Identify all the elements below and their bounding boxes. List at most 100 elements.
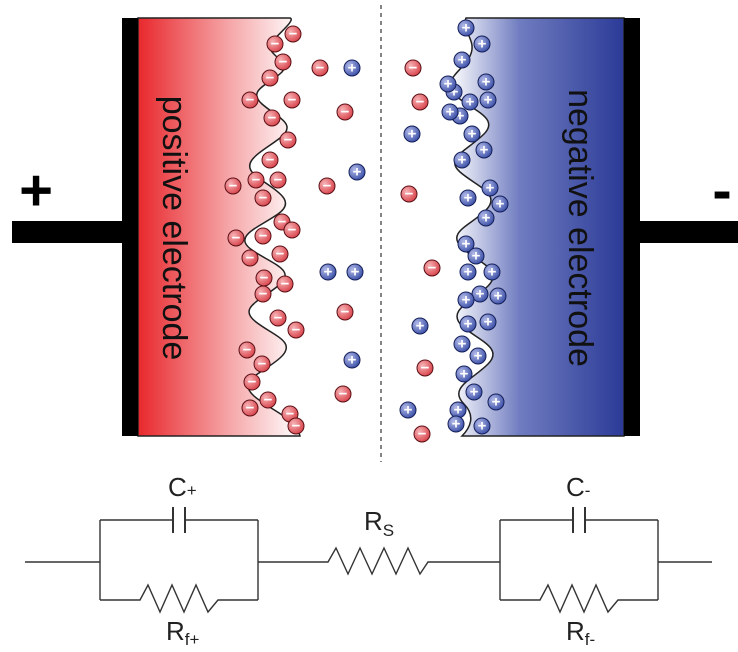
anion-sphere	[247, 171, 265, 189]
negative-current-collector	[624, 18, 640, 436]
cation-sphere	[491, 195, 509, 213]
cation-charge-icon: +	[458, 335, 467, 352]
anion: −	[253, 355, 271, 373]
anion-sphere	[271, 245, 289, 263]
anion: −	[261, 151, 279, 169]
anion-charge-icon: −	[288, 91, 297, 108]
cation-charge-icon: +	[470, 383, 479, 400]
label-r-s-main: R	[364, 506, 383, 536]
cation: +	[465, 383, 483, 401]
anion-sphere	[283, 221, 301, 239]
cation-sphere	[399, 401, 417, 419]
resistor-rf-minus	[500, 583, 658, 614]
anion: −	[311, 59, 329, 77]
cation: +	[473, 35, 491, 53]
anion: −	[336, 103, 354, 121]
cation-sphere	[457, 235, 475, 253]
cation-charge-icon: +	[484, 91, 493, 108]
cation-sphere	[439, 75, 457, 93]
cation-sphere	[473, 35, 491, 53]
cation: +	[469, 347, 487, 365]
cation-charge-icon: +	[478, 35, 487, 52]
label-r-f-plus: Rf+	[166, 616, 200, 649]
anion: −	[241, 399, 259, 417]
cation-charge-icon: +	[474, 347, 483, 364]
cation-sphere	[403, 125, 421, 143]
cation: +	[477, 209, 495, 227]
anion-charge-icon: −	[260, 269, 269, 286]
cation-sphere	[343, 59, 361, 77]
cation-sphere	[459, 315, 477, 333]
anion-sphere	[243, 373, 261, 391]
anion: −	[271, 245, 289, 263]
anion-sphere	[269, 309, 287, 327]
cation-charge-icon: +	[353, 163, 362, 180]
cation: +	[461, 93, 479, 111]
anion-sphere	[311, 59, 329, 77]
anion-sphere	[413, 425, 431, 443]
anion-sphere	[266, 35, 284, 53]
cation-sphere	[469, 347, 487, 365]
anion: −	[255, 269, 273, 287]
negative-electrode-label: negative electrode	[561, 89, 599, 367]
cation: +	[489, 287, 507, 305]
cation-sphere	[475, 141, 493, 159]
cation: +	[459, 263, 477, 281]
cation-sphere	[319, 263, 337, 281]
anion-charge-icon: −	[259, 189, 268, 206]
anion-sphere	[241, 91, 259, 109]
anion-sphere	[274, 53, 292, 71]
cation-sphere	[461, 93, 479, 111]
anion-sphere	[254, 285, 272, 303]
cation: +	[483, 263, 501, 281]
anion: −	[404, 59, 422, 77]
cation: +	[441, 103, 459, 121]
cation: +	[343, 59, 361, 77]
cation-sphere	[473, 417, 491, 435]
cation-charge-icon: +	[454, 401, 463, 418]
anion: −	[269, 171, 287, 189]
positive-electrode-body	[137, 17, 301, 437]
anion-sphere	[241, 399, 259, 417]
positive-terminal-lead	[12, 221, 124, 243]
cation-sphere	[457, 291, 475, 309]
anion: −	[416, 359, 434, 377]
anion-charge-icon: −	[284, 131, 293, 148]
anion: −	[241, 91, 259, 109]
cation-charge-icon: +	[456, 107, 465, 124]
anion: −	[247, 171, 265, 189]
cation-sphere	[453, 151, 471, 169]
cation-sphere	[487, 393, 505, 411]
resistor-rf-plus	[100, 583, 258, 614]
cation: +	[457, 235, 475, 253]
cation-sphere	[489, 287, 507, 305]
label-c-plus-main: C	[168, 472, 187, 502]
cation: +	[479, 313, 497, 331]
cation-charge-icon: +	[446, 103, 455, 120]
cation-sphere	[481, 179, 499, 197]
anion: −	[259, 391, 277, 409]
anion-charge-icon: −	[286, 405, 295, 422]
anion-sphere	[287, 321, 305, 339]
cation: +	[491, 195, 509, 213]
anion-charge-icon: −	[292, 417, 301, 434]
cation-sphere	[467, 247, 485, 265]
cation-sphere	[463, 125, 481, 143]
cation-charge-icon: +	[458, 151, 467, 168]
anion-charge-icon: −	[229, 177, 238, 194]
cation-charge-icon: +	[462, 291, 471, 308]
anion-sphere	[334, 385, 352, 403]
anion-charge-icon: −	[259, 285, 268, 302]
anion-sphere	[253, 355, 271, 373]
anion: −	[413, 425, 431, 443]
anion: −	[227, 229, 245, 247]
anion-charge-icon: −	[288, 221, 297, 238]
anion-charge-icon: −	[281, 275, 290, 292]
anion-charge-icon: −	[274, 309, 283, 326]
anion-charge-icon: −	[271, 35, 280, 52]
cation: +	[348, 163, 366, 181]
cation-charge-icon: +	[476, 285, 485, 302]
negative-terminal-sign: -	[712, 158, 731, 223]
label-r-f-minus-main: R	[566, 616, 585, 646]
cation-sphere	[348, 163, 366, 181]
